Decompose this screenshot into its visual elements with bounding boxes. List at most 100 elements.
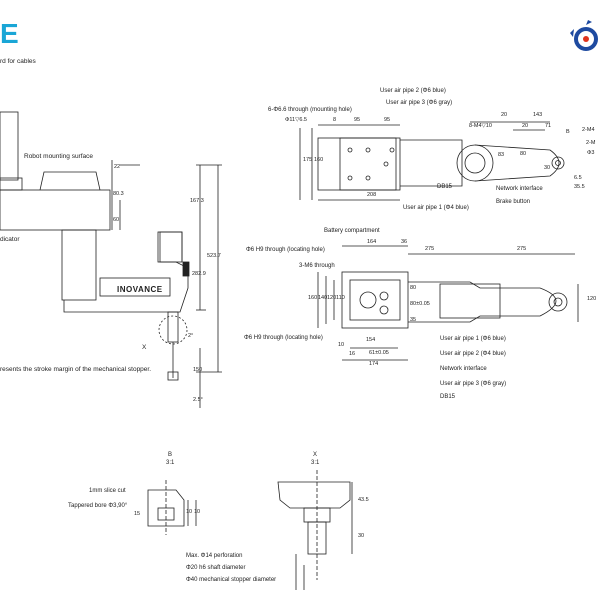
dim-164: 164: [367, 239, 377, 245]
label-locating-top: Φ6 H9 through (locating hole): [246, 247, 325, 253]
dim-71: 71: [545, 123, 552, 129]
detail-x-label: X: [313, 452, 318, 458]
dim-523-7: 523.7: [207, 253, 221, 259]
dim-167-3: 167.3: [190, 198, 204, 204]
label-network-bottom: Network interface: [440, 366, 487, 372]
dim-35: 35: [410, 317, 417, 323]
dim-80-3: 80.3: [113, 191, 124, 197]
arm1-cover: [39, 171, 101, 191]
detail-x-flange: [277, 481, 351, 509]
label-slice-cut: 1mm slice cut: [89, 488, 126, 494]
dim-35-5: 35.5: [574, 184, 585, 190]
bottom-arm: [408, 281, 557, 323]
dim-80-tol: 80±0.05: [410, 301, 430, 307]
detail-b-scale: 3:1: [166, 460, 175, 466]
label-network-top: Network interface: [496, 186, 543, 192]
label-pipe2-top: User air pipe 2 (Φ6 blue): [380, 88, 446, 94]
dim-61-tol: 61±0.05: [369, 350, 389, 356]
dim-30-detail: 30: [358, 533, 365, 539]
label-mount-surface: Robot mounting surface: [24, 153, 94, 160]
dim-95b: 95: [384, 117, 391, 123]
detail-b-label: B: [168, 452, 173, 458]
dim-2-5deg: 2.5°: [193, 397, 203, 403]
label-pipe2-bottom: User air pipe 2 (Φ4 blue): [440, 351, 506, 357]
battery-connector: [359, 291, 377, 309]
dim-275b: 275: [517, 246, 527, 252]
dim-10-bottom: 10: [338, 342, 345, 348]
dim-150: 150: [193, 367, 203, 373]
label-2-m-b: 2-M: [586, 140, 596, 146]
label-shaft-diameter: Φ20 h6 shaft diameter: [186, 565, 246, 571]
dim-95a: 95: [354, 117, 361, 123]
dim-60: 60: [113, 217, 120, 223]
plan-arm1: [400, 139, 463, 187]
dim-83: 83: [498, 152, 505, 158]
dim-120-right: 120: [587, 296, 597, 302]
label-2-m4-a: 2-M4: [582, 127, 595, 133]
dim-120-bottom: 120: [327, 295, 337, 301]
dim-80-bottom: 80: [410, 285, 417, 291]
robot-logo-text: INOVANCE: [117, 285, 163, 294]
company-logo: [570, 20, 598, 51]
cable-note: rd for cables: [0, 58, 36, 65]
label-pipe1-top: User air pipe 1 (Φ4 blue): [403, 205, 469, 211]
label-pipe3-bottom: User air pipe 3 (Φ6 gray): [440, 381, 507, 387]
bottom-tool-end: [548, 292, 568, 312]
label-stopper-note: resents the stroke margin of the mechani…: [0, 366, 152, 373]
dim-160-bottom: 160: [308, 295, 318, 301]
label-mounting-holes: 6-Φ6.6 through (mounting hole): [268, 107, 352, 113]
label-tapered-bore: Tappered bore Φ3,90°: [68, 503, 128, 509]
dim-175: 175: [303, 157, 313, 163]
detail-b-body: [147, 489, 185, 527]
dim-20b: 20: [522, 123, 529, 129]
dim-174: 174: [369, 361, 379, 367]
indicator-lamp: [182, 261, 190, 277]
dim-16: 16: [349, 351, 356, 357]
label-pipe3-top: User air pipe 3 (Φ6 gray): [386, 100, 453, 106]
detail-x-scale: 3:1: [311, 460, 320, 466]
base-column: [0, 111, 19, 181]
label-db15-bottom: DB15: [440, 394, 456, 400]
dim-10b: 10: [194, 509, 201, 515]
dim-8: 8: [333, 117, 337, 123]
detail-x-circle: [158, 315, 188, 345]
label-battery: Battery compartment: [324, 228, 380, 234]
dim-80-top: 80: [520, 151, 527, 157]
arm2-top-cover: [157, 231, 183, 263]
dim-282-9: 282.9: [192, 271, 206, 277]
dim-6-5: 6.5: [574, 175, 582, 181]
brand-fragment: E: [0, 18, 19, 49]
stopper: [167, 371, 179, 381]
dim-110: 110: [336, 295, 345, 301]
dim-275a: 275: [425, 246, 435, 252]
dim-160-top: 160: [314, 157, 324, 163]
label-indicator: dicator: [0, 236, 20, 243]
dim-36: 36: [401, 239, 408, 245]
dim-22: 22: [114, 164, 121, 170]
arm1-body: [0, 189, 111, 231]
label-phi3: Φ3: [587, 150, 595, 156]
dim-20a: 20: [501, 112, 508, 118]
dim-154: 154: [366, 337, 376, 343]
plan-arm2: [474, 144, 560, 182]
dim-143: 143: [533, 112, 543, 118]
dim-2deg: 2°: [188, 333, 194, 339]
dim-15: 15: [134, 511, 141, 517]
dim-30-top: 30: [544, 165, 551, 171]
label-m4-holes: 8-M4▽10: [469, 123, 492, 129]
dim-140: 140: [318, 295, 328, 301]
joint-column: [61, 229, 97, 301]
label-locating-bottom: Φ6 H9 through (locating hole): [244, 335, 323, 341]
bottom-base: [341, 271, 409, 329]
label-stopper-diameter: Φ40 mechanical stopper diameter: [186, 577, 277, 583]
label-detail-x-mark: X: [142, 344, 147, 351]
dim-208: 208: [367, 192, 377, 198]
label-view-b-arrow: B: [566, 129, 570, 135]
label-db15-top: DB15: [437, 184, 453, 190]
arm2-label-plate: [99, 277, 171, 297]
label-brake-button: Brake button: [496, 199, 531, 205]
dim-43-5: 43.5: [358, 497, 369, 503]
label-pipe1-bottom: User air pipe 1 (Φ6 blue): [440, 336, 506, 342]
label-spot-face: Φ11▽6.5: [285, 117, 307, 123]
